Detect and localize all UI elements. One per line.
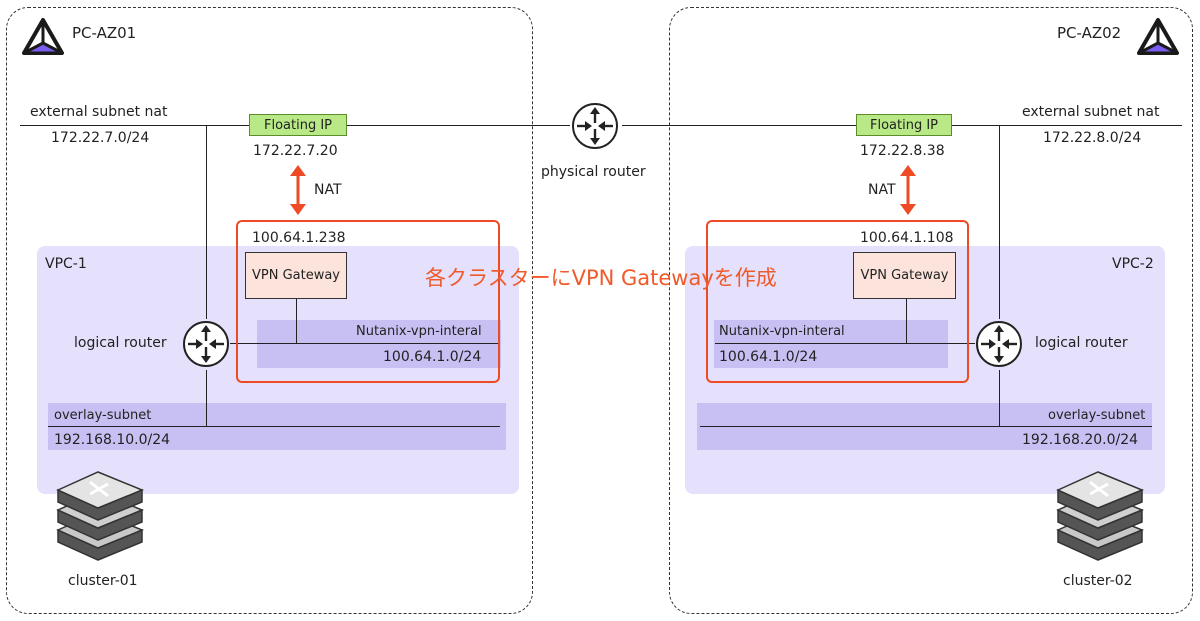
az-container-right [669, 7, 1193, 614]
overlay-subnet-line-left [48, 426, 500, 427]
vpn-subnet-band-left [257, 320, 501, 368]
cluster-label-right: cluster-02 [1063, 573, 1133, 589]
floating-ip-address-right: 172.22.8.38 [860, 143, 945, 159]
logical-router-label-left: logical router [74, 335, 167, 351]
external-subnet-label-right: external subnet nat [1022, 104, 1160, 120]
physical-router-label: physical router [541, 164, 646, 180]
external-subnet-cidr-left: 172.22.7.0/24 [51, 130, 150, 146]
floating-ip-address-left: 172.22.7.20 [253, 143, 338, 159]
logical-router-icon [976, 321, 1022, 367]
router-downlink-right [999, 370, 1000, 426]
prism-central-logo-icon [1137, 18, 1179, 55]
overlay-subnet-name-right: overlay-subnet [1048, 408, 1146, 423]
overlay-subnet-cidr-left: 192.168.10.0/24 [54, 432, 171, 448]
router-uplink-right [999, 125, 1000, 319]
vpn-subnet-cidr-left: 100.64.1.0/24 [383, 349, 482, 365]
nat-label-left: NAT [314, 182, 342, 198]
vpn-subnet-line-right [715, 343, 975, 344]
overlay-subnet-cidr-right: 192.168.20.0/24 [1022, 432, 1139, 448]
floating-ip-badge-left: Floating IP [249, 114, 347, 136]
vpn-subnet-line-left [230, 343, 500, 344]
nat-arrow-icon [900, 165, 916, 215]
logical-router-icon [183, 321, 229, 367]
vpn-subnet-name-left: Nutanix-vpn-interal [356, 324, 482, 339]
logical-router-label-right: logical router [1035, 335, 1128, 351]
vpn-subnet-name-right: Nutanix-vpn-interal [719, 324, 845, 339]
vpn-internal-ip-left: 100.64.1.238 [252, 230, 346, 246]
vpn-subnet-band-right [714, 320, 948, 368]
az-label-left: PC-AZ01 [72, 24, 137, 42]
cluster-label-left: cluster-01 [68, 573, 138, 589]
external-subnet-cidr-right: 172.22.8.0/24 [1043, 130, 1142, 146]
callout-text: 各クラスターにVPN Gatewayを作成 [425, 266, 777, 290]
vpn-gw-link-left [296, 298, 297, 343]
floating-ip-badge-right: Floating IP [856, 114, 952, 136]
server-cluster-icon [1056, 471, 1144, 561]
overlay-subnet-name-left: overlay-subnet [54, 408, 152, 423]
vpn-gateway-box-left: VPN Gateway [245, 252, 347, 299]
prism-central-logo-icon [22, 18, 64, 55]
vpn-gateway-box-right: VPN Gateway [853, 252, 956, 299]
router-uplink-left [206, 125, 207, 319]
az-container-left [6, 7, 533, 614]
vpn-gw-link-right [906, 298, 907, 343]
vpn-subnet-cidr-right: 100.64.1.0/24 [719, 349, 818, 365]
az-label-right: PC-AZ02 [1057, 24, 1122, 42]
physical-router-icon [572, 103, 618, 149]
server-cluster-icon [56, 471, 144, 561]
vpn-highlight-box-right [706, 220, 969, 383]
vpc-label-right: VPC-2 [1112, 256, 1154, 272]
vpn-internal-ip-right: 100.64.1.108 [860, 230, 954, 246]
vpn-highlight-box-left [236, 220, 500, 383]
nat-arrow-icon [290, 165, 306, 215]
overlay-subnet-line-right [700, 426, 1152, 427]
nat-label-right: NAT [868, 182, 896, 198]
router-downlink-left [206, 370, 207, 426]
external-subnet-label-left: external subnet nat [30, 104, 168, 120]
vpc-label-left: VPC-1 [45, 256, 87, 272]
